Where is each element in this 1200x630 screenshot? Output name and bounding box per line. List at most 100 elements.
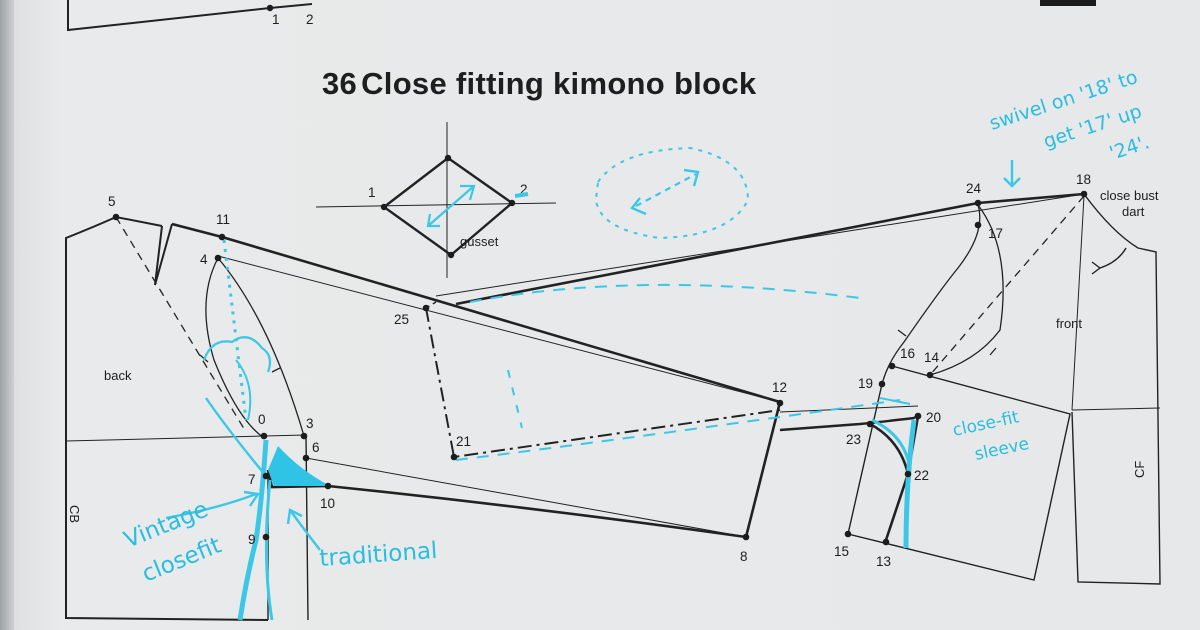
construction-point-7 bbox=[262, 472, 270, 480]
previous-label-1: 1 bbox=[272, 12, 280, 27]
gusset-arrow-head bbox=[460, 184, 476, 201]
sleeve-underarm-and-cuff bbox=[266, 401, 782, 539]
blue-oval-arrow-tail bbox=[630, 197, 647, 216]
sleeve-underarm-curve bbox=[869, 422, 910, 541]
traditional-gusset-fill bbox=[268, 446, 330, 486]
previous-label-2: 2 bbox=[306, 12, 314, 27]
page-gutter bbox=[0, 0, 14, 630]
gusset-label-2: 2 bbox=[520, 182, 528, 197]
blue-vintage-stroke-2 bbox=[264, 479, 274, 621]
dart-label: dart bbox=[1122, 204, 1145, 219]
blue-vintage-stroke bbox=[237, 439, 269, 621]
point-label-13: 13 bbox=[876, 554, 891, 569]
back-armhole-outer bbox=[217, 257, 305, 437]
point-label-12: 12 bbox=[772, 380, 787, 395]
highlighter-marks bbox=[165, 146, 1021, 621]
point-label-11: 11 bbox=[216, 212, 230, 227]
back-notch-2 bbox=[271, 367, 281, 373]
front-notch-2 bbox=[989, 347, 997, 356]
point-label-14: 14 bbox=[924, 350, 940, 365]
gusset-arrow-tail bbox=[426, 213, 440, 228]
point-label-10: 10 bbox=[320, 496, 335, 511]
blue-dotted-armhole bbox=[222, 239, 248, 421]
construction-point-19 bbox=[878, 380, 886, 388]
traditional-pointer bbox=[289, 509, 321, 551]
construction-point-12 bbox=[776, 399, 784, 407]
previous-point-1 bbox=[266, 4, 274, 12]
point-label-21: 21 bbox=[456, 434, 471, 449]
front-outline bbox=[1071, 193, 1161, 585]
point-label-16: 16 bbox=[900, 346, 915, 361]
swivel-note-line-3: '24'. bbox=[1107, 131, 1152, 164]
gusset-point-2 bbox=[508, 199, 516, 207]
construction-point-8 bbox=[742, 533, 750, 541]
construction-point-24 bbox=[974, 199, 982, 207]
sleeve-piece-outline bbox=[847, 365, 1071, 581]
gusset-point-top bbox=[444, 154, 452, 162]
center-back-label: CB bbox=[67, 505, 82, 523]
front-dashed-line bbox=[929, 195, 1085, 376]
point-label-23: 23 bbox=[846, 432, 861, 447]
construction-point-6 bbox=[302, 454, 310, 462]
front-shoulder-line bbox=[455, 192, 1085, 306]
gusset-label: gusset bbox=[460, 234, 499, 249]
point-label-15: 15 bbox=[834, 544, 849, 559]
point-label-19: 19 bbox=[858, 376, 873, 391]
front-dart-pointer bbox=[1099, 247, 1127, 269]
point-label-7: 7 bbox=[248, 472, 256, 487]
point-label-6: 6 bbox=[312, 440, 320, 455]
sleeve-dash-dot-line bbox=[425, 307, 781, 459]
blue-oval-arrow bbox=[635, 173, 697, 207]
construction-point-0 bbox=[260, 432, 268, 440]
close-bust-label: close bust bbox=[1100, 188, 1159, 203]
blue-dashed-lower bbox=[455, 399, 901, 461]
construction-point-23 bbox=[866, 420, 874, 428]
point-label-17: 17 bbox=[988, 226, 1003, 241]
construction-point-15 bbox=[844, 530, 852, 538]
construction-point-10 bbox=[324, 482, 332, 490]
front-notch-1 bbox=[897, 329, 907, 337]
sleeve-under-line bbox=[779, 414, 919, 432]
construction-point-17 bbox=[974, 221, 982, 229]
sleeve-top-line bbox=[171, 222, 781, 404]
front-armhole-curve bbox=[929, 204, 1004, 376]
gusset-label-1: 1 bbox=[368, 185, 376, 200]
back-chest-line bbox=[65, 434, 307, 442]
blue-dashed-shoulder bbox=[469, 283, 861, 303]
close-fit-note-line-1: close-fit bbox=[951, 407, 1021, 441]
gusset-point-bottom bbox=[447, 251, 455, 259]
handwritten-notes: Vintage closefit traditional close-fit s… bbox=[121, 66, 1153, 587]
point-label-22: 22 bbox=[914, 468, 929, 483]
point-label-3: 3 bbox=[306, 416, 314, 431]
figure-number: 36 bbox=[322, 66, 358, 101]
back-shoulder-dart bbox=[154, 223, 173, 286]
construction-point-16 bbox=[888, 362, 896, 370]
previous-figure-outline bbox=[67, 0, 313, 32]
construction-point-9 bbox=[262, 533, 270, 541]
traditional-note: traditional bbox=[319, 538, 439, 572]
point-label-24: 24 bbox=[966, 181, 982, 196]
front-shoulder-guide bbox=[435, 193, 1085, 297]
blue-dotted-oval bbox=[594, 146, 750, 240]
point-label-25: 25 bbox=[394, 312, 409, 327]
construction-point-18 bbox=[1080, 190, 1088, 198]
point-label-5: 5 bbox=[108, 194, 116, 209]
construction-point-14 bbox=[926, 371, 934, 379]
sleeve-inner-line bbox=[305, 457, 747, 538]
point-label-9: 9 bbox=[248, 532, 256, 547]
front-chest-line bbox=[1071, 407, 1161, 411]
construction-point-21 bbox=[450, 453, 458, 461]
construction-point-25 bbox=[422, 304, 430, 312]
blue-sleeve-top bbox=[879, 397, 911, 405]
gusset-diagram: 1 2 gusset bbox=[315, 122, 557, 278]
page-corner-tab bbox=[1040, 0, 1096, 6]
point-label-4: 4 bbox=[200, 252, 208, 267]
blue-scallop bbox=[202, 336, 272, 373]
sleeve-piece-guide bbox=[779, 405, 919, 413]
blue-armhole-stroke bbox=[205, 397, 267, 477]
point-label-8: 8 bbox=[740, 549, 748, 564]
center-front-label: CF bbox=[1132, 461, 1147, 478]
